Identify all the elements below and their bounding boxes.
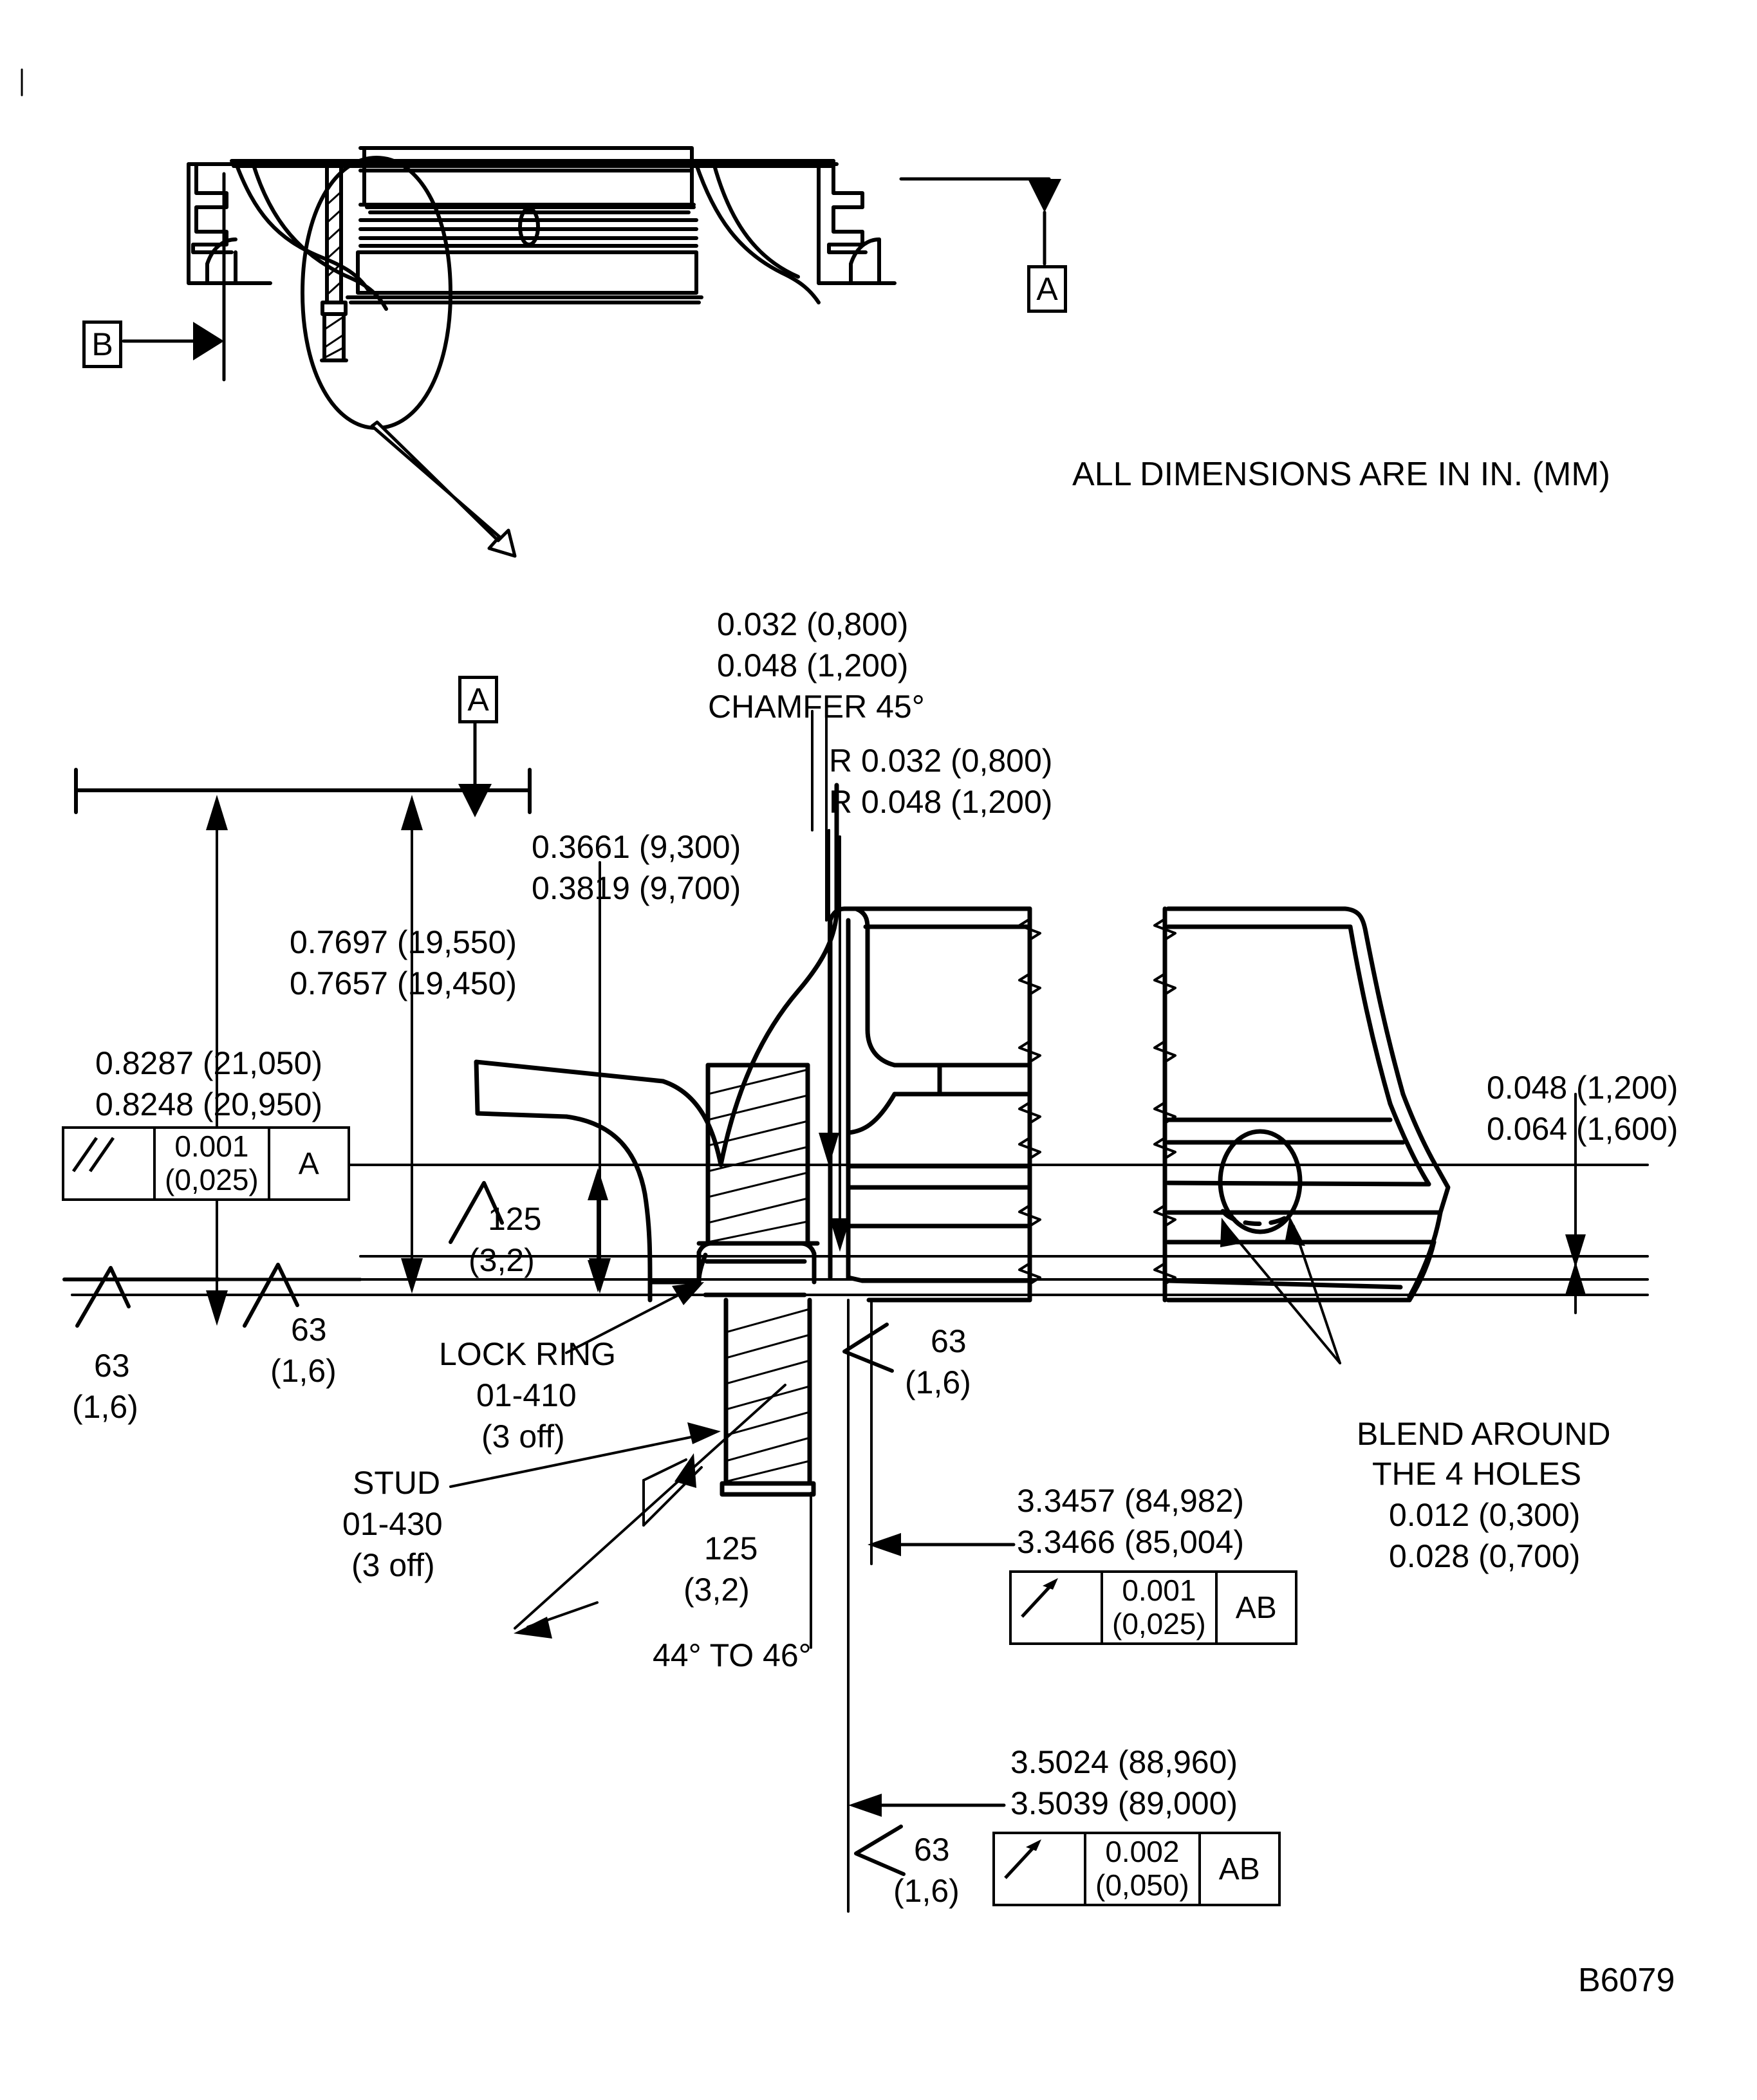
parallelism-tol-mm: (0,025) xyxy=(165,1163,259,1196)
parallelism-tol-in: 0.001 xyxy=(174,1129,249,1164)
runout-upper-tolerance: 0.001 (0,025) xyxy=(1101,1573,1215,1642)
top-view-section xyxy=(187,146,897,430)
sf-63-center-value: 63 xyxy=(931,1323,967,1359)
blend-label-line4: 0.028 (0,700) xyxy=(1389,1538,1581,1574)
dim-0-048-right-line2: 0.064 (1,600) xyxy=(1487,1111,1678,1147)
dim-3-3457-line1: 3.3457 (84,982) xyxy=(1017,1483,1245,1519)
sf-63-left-value: 63 xyxy=(291,1312,327,1348)
datum-b-leader xyxy=(122,172,226,382)
circular-runout-symbol xyxy=(1021,1578,1058,1618)
blend-label-line2: THE 4 HOLES xyxy=(1372,1456,1582,1492)
dim-0-8287-line1: 0.8287 (21,050) xyxy=(95,1045,323,1081)
surface-finish-marks xyxy=(62,1181,906,1876)
lock-ring-leader xyxy=(565,1282,704,1354)
extension-lines xyxy=(810,1299,873,1913)
dim-0-3661-line2: 0.3819 (9,700) xyxy=(532,870,741,906)
dim-0-048-right-line1: 0.048 (1,200) xyxy=(1487,1070,1678,1106)
parallelism-symbol xyxy=(71,1137,115,1173)
runout-lower-tol-mm: (0,050) xyxy=(1095,1868,1189,1902)
sf-63-left-metric: (1,6) xyxy=(270,1353,337,1389)
circular-runout-icon xyxy=(1012,1573,1101,1642)
parallelism-tolerance: 0.001 (0,025) xyxy=(153,1129,268,1198)
dim-0-7697-line2: 0.7657 (19,450) xyxy=(290,965,517,1001)
sf-63-far-left-value: 63 xyxy=(94,1348,130,1384)
circular-runout-symbol-2 xyxy=(1004,1839,1041,1879)
parallelism-datum: A xyxy=(267,1129,348,1198)
stud-label-line3: (3 off) xyxy=(351,1547,435,1583)
dim-3-3457 xyxy=(868,1533,1016,1556)
dim-3-5024-line2: 3.5039 (89,000) xyxy=(1010,1785,1238,1821)
datum-a-top-leader xyxy=(899,177,1061,266)
runout-upper-tol-in: 0.001 xyxy=(1122,1574,1196,1608)
detail-cross-section xyxy=(71,783,1649,1497)
dim-3-3457-line2: 3.3466 (85,004) xyxy=(1017,1524,1245,1560)
datum-a-detail-leader xyxy=(458,718,492,817)
dim-0-3661-line1: 0.3661 (9,300) xyxy=(532,829,741,865)
stud-label-line2: 01-430 xyxy=(342,1506,443,1542)
dim-arrow-0-8287 xyxy=(206,795,228,1326)
blend-leaders xyxy=(1220,1216,1341,1364)
dim-3-5024 xyxy=(848,1794,1006,1817)
figure-id: B6079 xyxy=(1578,1962,1675,1999)
fcf-runout-upper: 0.001 (0,025) AB xyxy=(1009,1570,1297,1645)
parallelism-icon xyxy=(64,1129,153,1198)
sf-63-bottom-metric: (1,6) xyxy=(893,1873,960,1909)
blend-label-line3: 0.012 (0,300) xyxy=(1389,1497,1581,1533)
runout-lower-datum: AB xyxy=(1198,1834,1278,1904)
chamfer-note-line1: 0.032 (0,800) xyxy=(717,606,909,642)
sf-63-far-left-metric: (1,6) xyxy=(72,1389,138,1425)
dim-arrow-0-7697 xyxy=(401,795,423,1294)
dim-arrow-0-3661 xyxy=(589,861,611,1294)
lock-ring-label-line3: (3 off) xyxy=(481,1418,565,1454)
sf-125-upper-metric: (3,2) xyxy=(469,1242,535,1278)
lock-ring-label-line1: LOCK RING xyxy=(439,1336,617,1372)
stud-leader xyxy=(449,1422,721,1488)
angle-leader xyxy=(514,1384,786,1639)
datum-box-a-top: A xyxy=(1027,265,1067,313)
fcf-runout-lower: 0.002 (0,050) AB xyxy=(992,1832,1281,1906)
sf-63-center-metric: (1,6) xyxy=(905,1364,971,1400)
runout-lower-tol-in: 0.002 xyxy=(1105,1835,1180,1869)
angle-range-label: 44° TO 46° xyxy=(653,1637,812,1673)
dim-arrow-inner-hub xyxy=(588,1168,608,1292)
lock-ring-label-line2: 01-410 xyxy=(476,1377,577,1413)
runout-lower-tolerance: 0.002 (0,050) xyxy=(1084,1834,1198,1904)
chamfer-note-line3: CHAMFER 45° xyxy=(708,689,925,725)
radius-note-line1: R 0.032 (0,800) xyxy=(829,743,1053,779)
circular-runout-icon-2 xyxy=(995,1834,1084,1904)
sf-125-lower-leader xyxy=(642,1453,703,1527)
datum-box-a-detail: A xyxy=(458,676,498,723)
units-note: ALL DIMENSIONS ARE IN IN. (MM) xyxy=(1072,456,1610,493)
blend-label-line1: BLEND AROUND xyxy=(1357,1416,1611,1452)
sf-125-lower-value: 125 xyxy=(704,1530,758,1566)
datum-box-b: B xyxy=(82,321,122,368)
overall-dimension-line xyxy=(74,768,532,814)
runout-upper-tol-mm: (0,025) xyxy=(1112,1607,1206,1640)
sf-125-lower-metric: (3,2) xyxy=(683,1572,750,1608)
runout-upper-datum: AB xyxy=(1214,1573,1295,1642)
radius-note-line2: R 0.048 (1,200) xyxy=(829,784,1053,820)
dim-3-5024-line1: 3.5024 (88,960) xyxy=(1010,1744,1238,1780)
sf-63-bottom-value: 63 xyxy=(914,1832,950,1868)
chamfer-note-line2: 0.048 (1,200) xyxy=(717,647,909,683)
detail-view-arrow xyxy=(370,420,517,558)
dim-0-7697-line1: 0.7697 (19,550) xyxy=(290,924,517,960)
dim-0-8287-line2: 0.8248 (20,950) xyxy=(95,1086,323,1122)
fcf-parallelism: 0.001 (0,025) A xyxy=(62,1126,350,1201)
sf-125-upper-value: 125 xyxy=(488,1201,542,1237)
stud-label-line1: STUD xyxy=(353,1465,441,1501)
